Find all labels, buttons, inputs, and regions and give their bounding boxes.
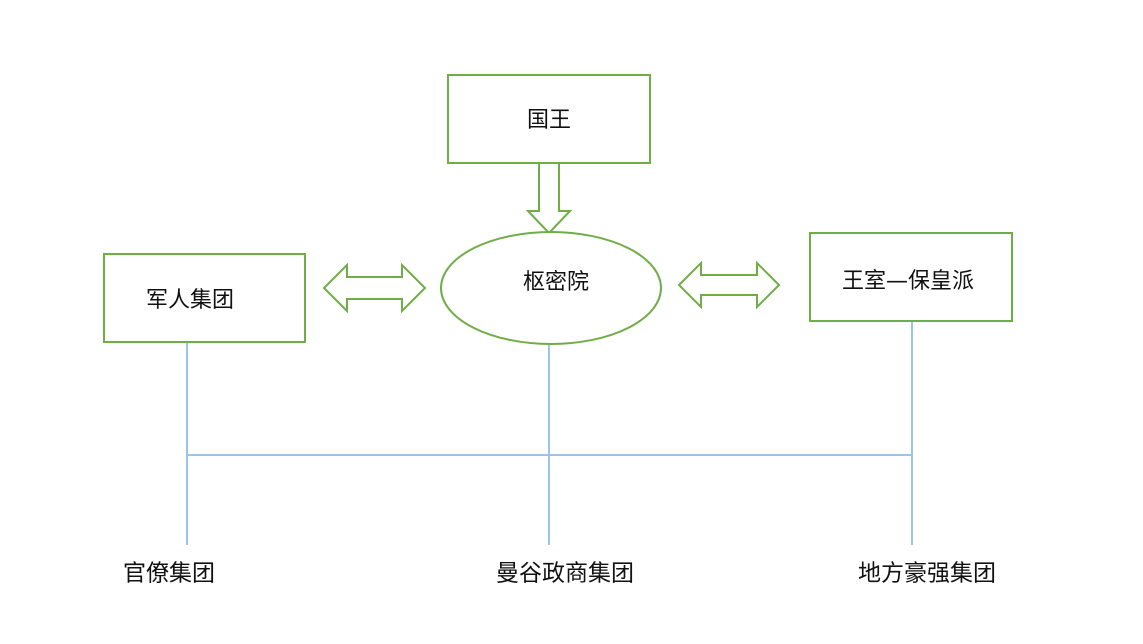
- privy-council-ellipse: [440, 231, 662, 345]
- privy-council-label: 枢密院: [523, 270, 589, 295]
- node-royalist-group: 王室—保皇派: [809, 232, 1013, 322]
- node-king: 国王: [447, 74, 651, 164]
- royalist-group-box: [809, 232, 1013, 322]
- local-gentry-group-label: 地方豪强集团: [858, 561, 996, 587]
- node-privy-council: 枢密院: [440, 231, 662, 345]
- bangkok-business-group-label: 曼谷政商集团: [496, 561, 634, 587]
- right-double-arrow-icon: [677, 260, 781, 310]
- node-military-group: 军人集团: [103, 253, 306, 343]
- royalist-group-label: 王室—保皇派: [842, 269, 974, 294]
- king-box: [447, 74, 651, 164]
- left-double-arrow-icon: [322, 262, 427, 314]
- bureaucrat-group-label: 官僚集团: [123, 561, 215, 587]
- down-arrow-icon: [525, 162, 573, 235]
- military-group-box: [103, 253, 306, 343]
- king-label: 国王: [527, 108, 571, 133]
- military-group-label: 军人集团: [146, 288, 234, 313]
